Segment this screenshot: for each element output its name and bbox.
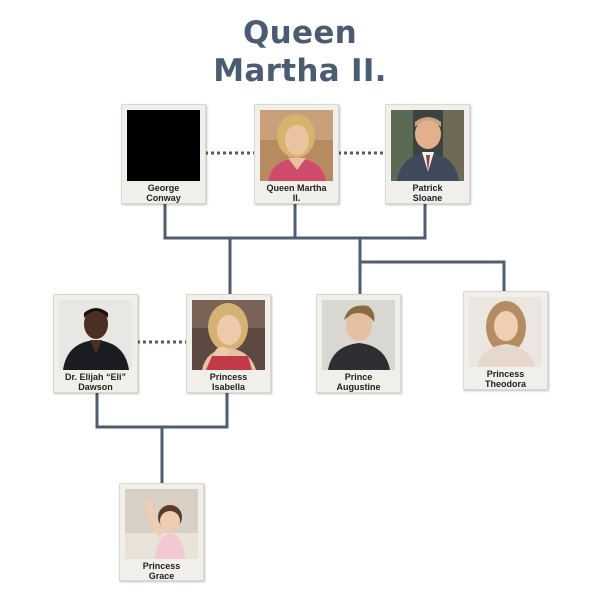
title-line-2: Martha II. (213, 53, 387, 89)
person-card-patrick-sloane[interactable]: Patrick Sloane (385, 104, 470, 204)
photo-portrait-man (391, 110, 464, 181)
photo-blacked-out (127, 110, 200, 181)
person-name: Patrick Sloane (412, 183, 443, 203)
person-name: Princess Theodora (484, 369, 526, 389)
person-name: Prince Augustine (336, 372, 381, 392)
person-name: George Conway (146, 183, 181, 203)
person-card-princess-grace[interactable]: Princess Grace (119, 483, 204, 581)
photo-portrait-woman (469, 297, 542, 367)
person-card-princess-theodora[interactable]: Princess Theodora (463, 291, 548, 390)
person-card-elijah-dawson[interactable]: Dr. Elijah “Eli” Dawson (53, 294, 138, 393)
photo-portrait-man (59, 300, 132, 370)
descent-line-elijah-isabella (95, 392, 229, 429)
descent-line-to-theodora (360, 260, 506, 291)
person-card-prince-augustine[interactable]: Prince Augustine (316, 294, 401, 393)
person-name: Princess Isabella (209, 372, 248, 392)
person-card-princess-isabella[interactable]: Princess Isabella (186, 294, 271, 393)
photo-portrait-woman (260, 110, 333, 181)
descent-line-george-martha (163, 203, 297, 240)
person-name: Queen Martha II. (266, 183, 327, 203)
person-name: Princess Grace (142, 561, 181, 581)
person-card-george-conway[interactable]: George Conway (121, 104, 206, 204)
photo-portrait-baby (125, 489, 198, 559)
photo-portrait-woman (192, 300, 265, 370)
person-name: Dr. Elijah “Eli” Dawson (64, 372, 127, 392)
title-line-1: Queen (242, 15, 358, 51)
descent-line-martha-patrick (295, 203, 427, 240)
diagram-title: Queen Martha II. (0, 14, 600, 90)
person-card-queen-martha[interactable]: Queen Martha II. (254, 104, 339, 204)
photo-portrait-man (322, 300, 395, 370)
